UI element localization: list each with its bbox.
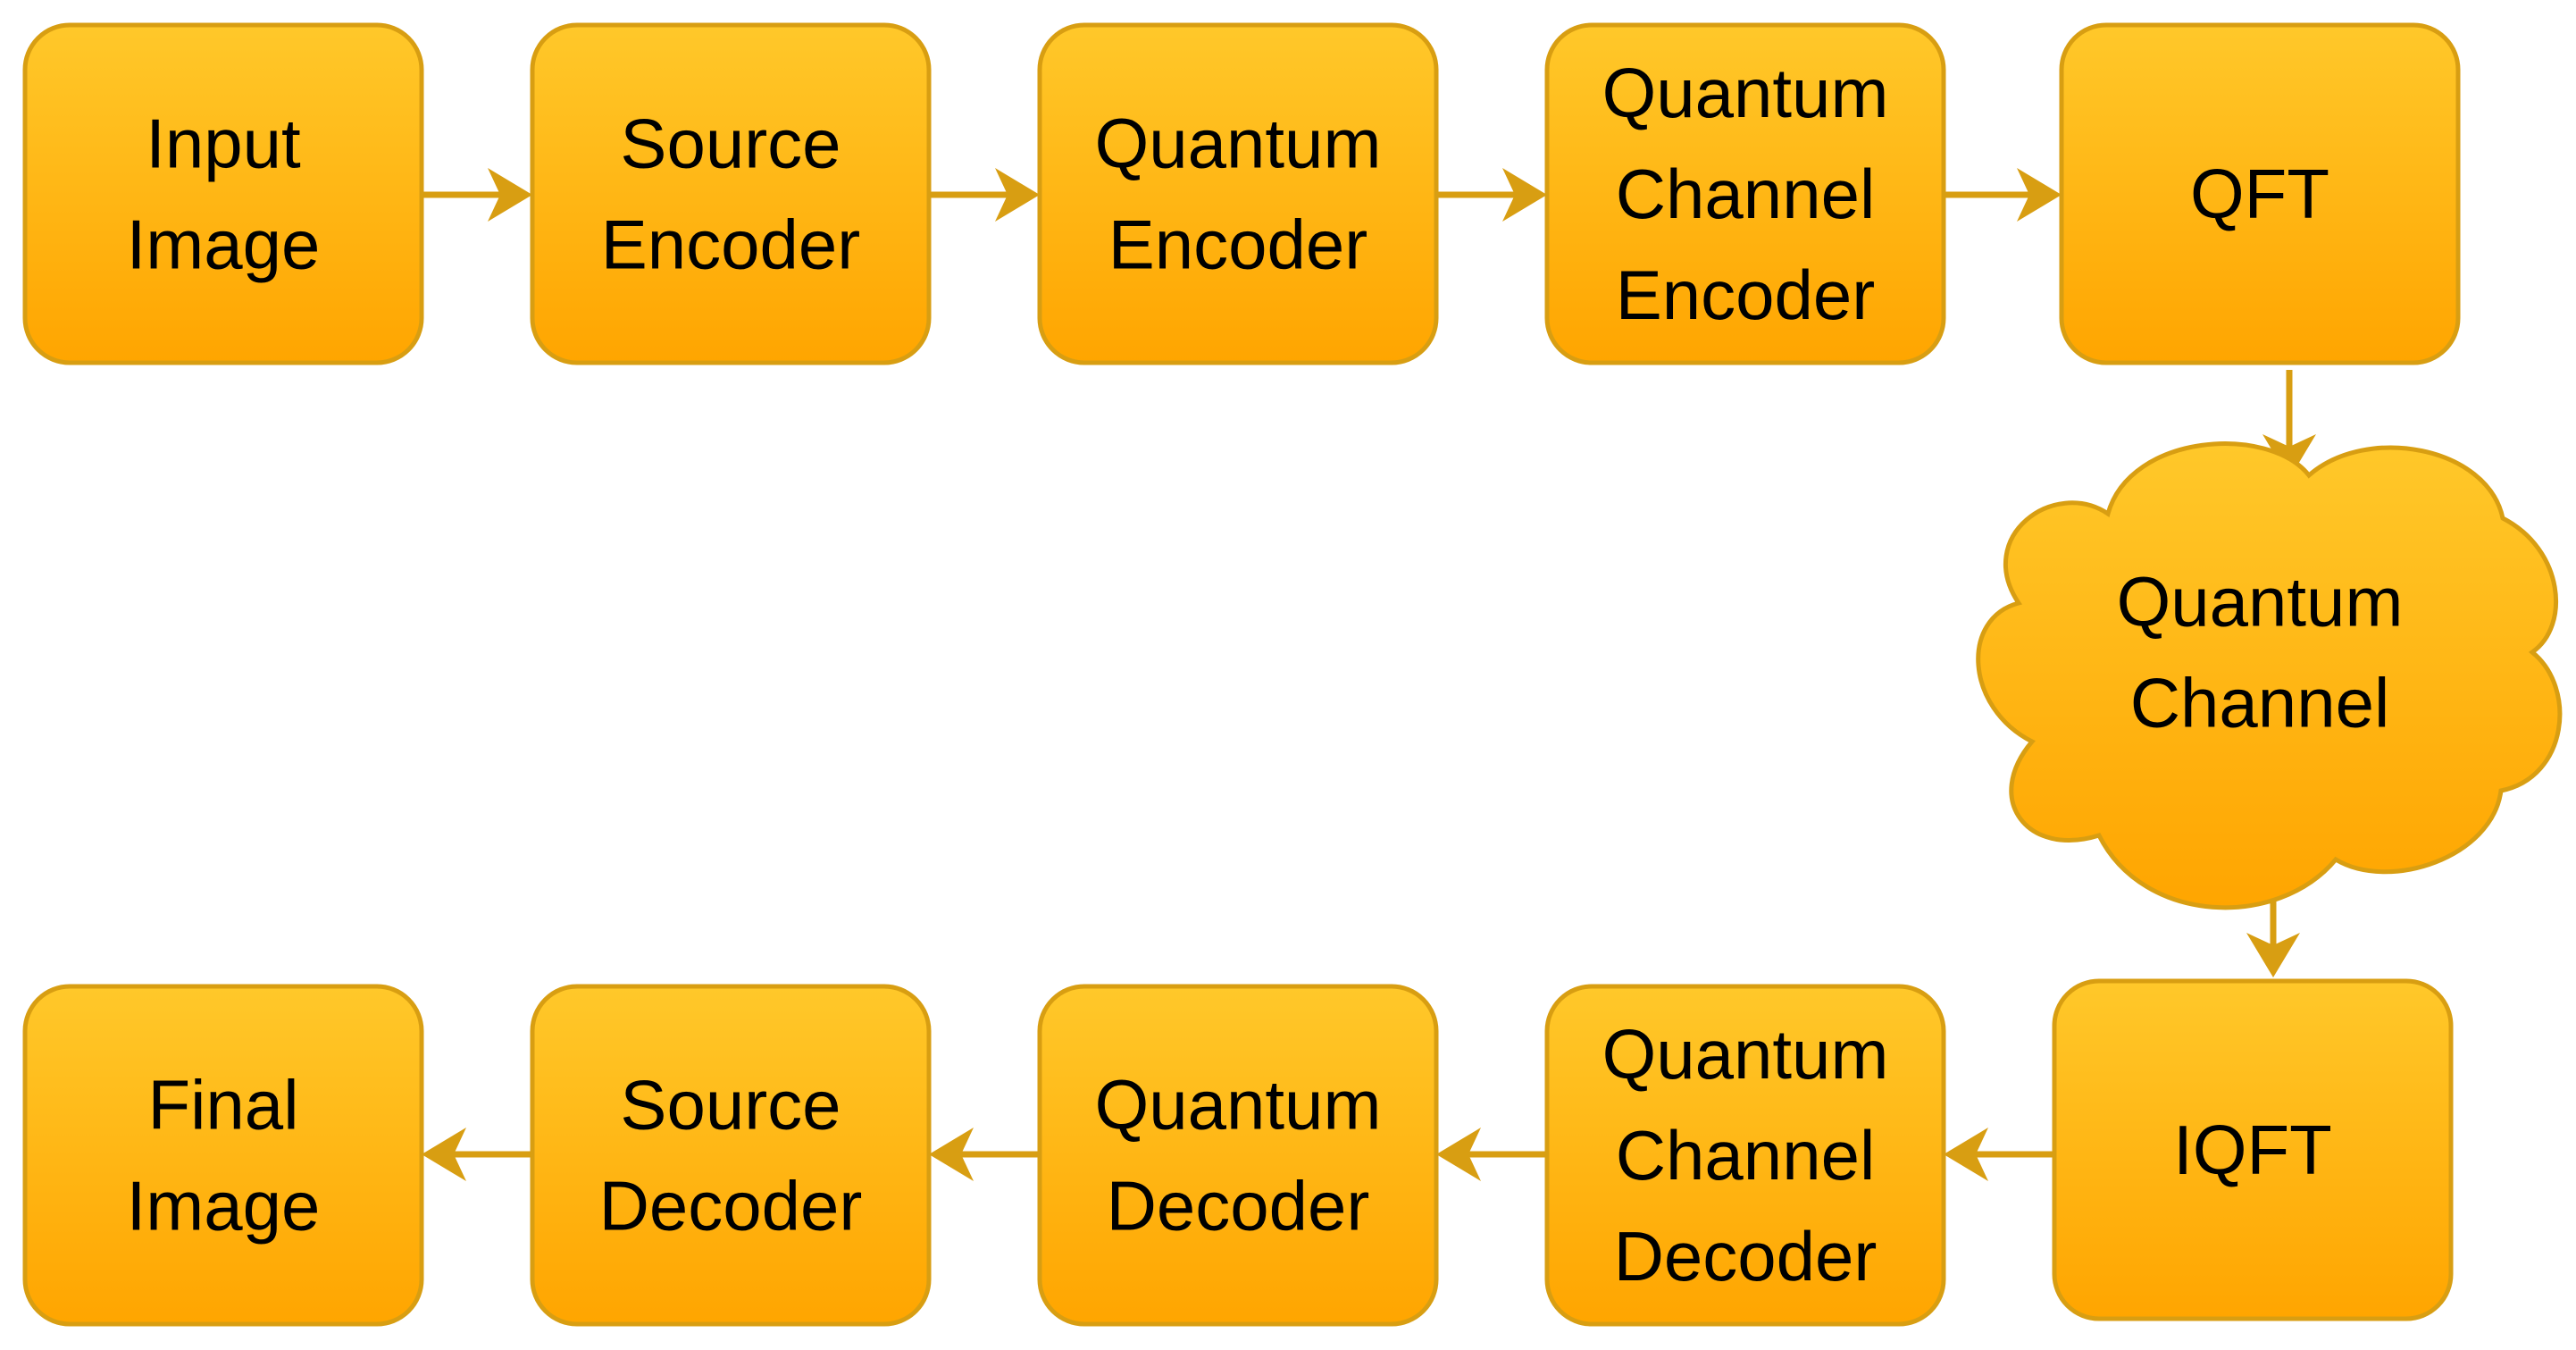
node-label-line: Encoder [1108, 205, 1368, 284]
node-label-line: Decoder [1614, 1217, 1878, 1295]
arrow-source-encoder-to-quantum-encoder [929, 168, 1040, 222]
node-label-line: Channel [2130, 664, 2390, 742]
cloud-shape [1976, 441, 2563, 910]
arrow-head [1436, 1128, 1481, 1181]
node-label-line: Quantum [1095, 1066, 1382, 1145]
arrow-head [1944, 1128, 1988, 1181]
node-label-line: Final [147, 1066, 298, 1145]
node-iqft: IQFT [2052, 978, 2454, 1321]
box-shape [1544, 984, 1946, 1327]
node-label-line: Source [620, 105, 841, 183]
box-shape [530, 984, 932, 1327]
arrow-head [929, 1128, 974, 1181]
arrow-quantum-encoder-to-quantum-channel-encoder [1436, 168, 1547, 222]
box-shape [2052, 978, 2454, 1321]
arrow-head [2246, 933, 2300, 977]
node-label-line: Decoder [1107, 1167, 1370, 1245]
node-label-line: Channel [1616, 1116, 1876, 1195]
node-label-line: QFT [2190, 155, 2329, 233]
arrow-source-decoder-to-final-image [422, 1128, 532, 1181]
arrow-quantum-decoder-to-source-decoder [929, 1128, 1040, 1181]
arrow-head [422, 1128, 466, 1181]
node-qft: QFT [2059, 22, 2461, 365]
node-label-line: Image [127, 1167, 321, 1245]
node-label-line: Quantum [1602, 1015, 1889, 1094]
arrow-quantum-channel-encoder-to-qft [1944, 168, 2062, 222]
nodes-layer: InputImageSourceEncoderQuantumEncoderQua… [22, 22, 2563, 1327]
arrow-quantum-channel-decoder-to-quantum-decoder [1436, 1128, 1547, 1181]
arrow-head [1502, 168, 1547, 222]
node-label-line: Quantum [1602, 54, 1889, 132]
arrow-head [488, 168, 532, 222]
box-shape [22, 22, 424, 365]
node-label-line: IQFT [2173, 1111, 2332, 1189]
arrow-head [995, 168, 1040, 222]
node-label-line: Channel [1616, 155, 1876, 233]
box-shape [1544, 22, 1946, 365]
arrow-iqft-to-quantum-channel-decoder [1944, 1128, 2054, 1181]
arrow-head [2017, 168, 2062, 222]
box-shape [1037, 984, 1439, 1327]
box-shape [530, 22, 932, 365]
arrow-input-image-to-source-encoder [422, 168, 532, 222]
node-label-line: Source [620, 1066, 841, 1145]
node-label-line: Encoder [601, 205, 861, 284]
box-shape [2059, 22, 2461, 365]
node-label-line: Encoder [1616, 256, 1876, 334]
node-label-line: Quantum [1095, 105, 1382, 183]
node-label-line: Input [146, 105, 301, 183]
node-label-line: Image [127, 205, 321, 284]
box-shape [22, 984, 424, 1327]
box-shape [1037, 22, 1439, 365]
node-label-line: Quantum [2117, 563, 2404, 641]
node-label-line: Decoder [599, 1167, 863, 1245]
